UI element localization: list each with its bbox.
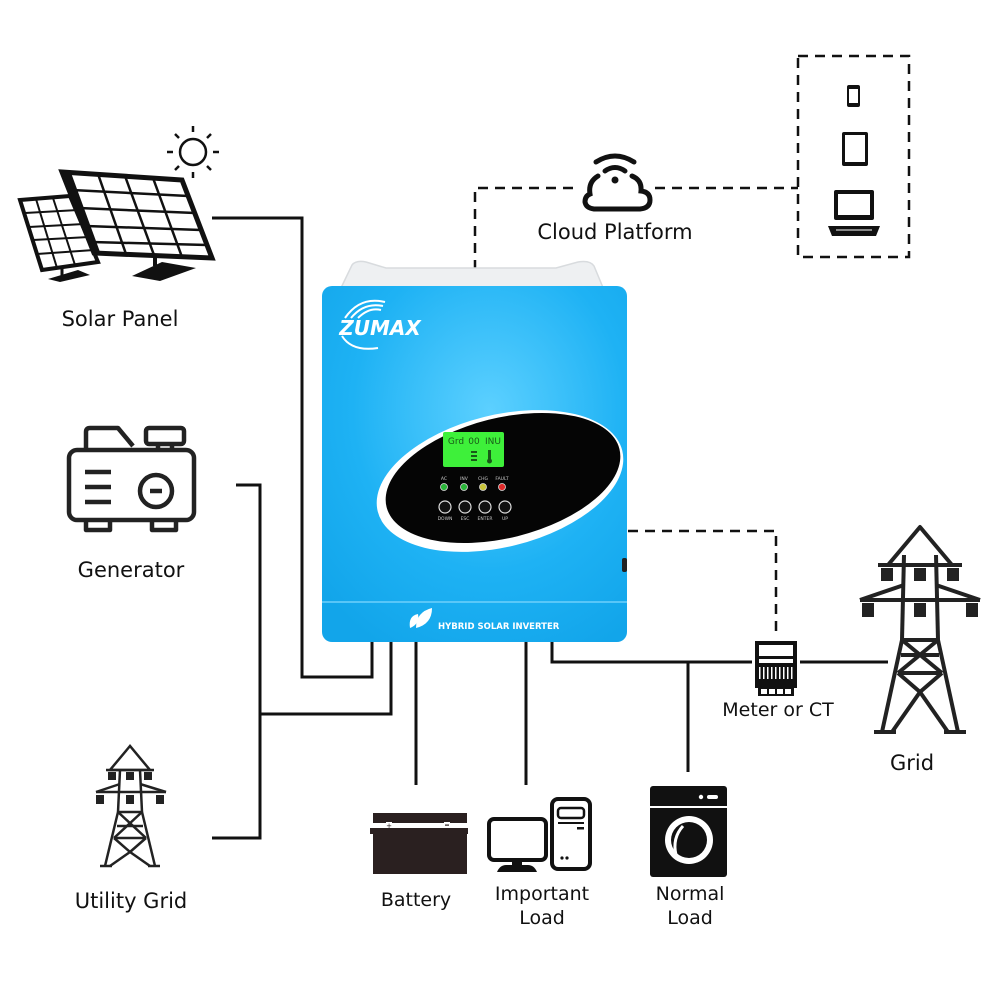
grid-label: Grid [890, 751, 934, 775]
laptop-icon [828, 190, 880, 236]
normal-load-label-line2: Load [667, 907, 713, 929]
indicator-fault: FAULT [495, 476, 509, 491]
cloud-platform-label: Cloud Platform [537, 220, 692, 244]
generator-icon [66, 425, 197, 533]
solar-panel-icon [17, 126, 219, 282]
up-button-label: UP [502, 516, 508, 522]
up-button[interactable]: UP [498, 500, 512, 522]
led-fault [498, 483, 506, 491]
line-ac-input-to-inverter [260, 640, 393, 716]
button-row: DOWN ESC ENTER UP [438, 500, 512, 522]
brand-name: ZUMAX [338, 316, 422, 340]
indicator-ac-label: AC [441, 476, 447, 482]
lcd-text-right: INU [485, 437, 501, 447]
important-load-label-line2: Load [519, 907, 565, 929]
important-load-label-line1: Important [495, 883, 589, 905]
wifi-dot [611, 176, 619, 184]
utility-grid-insulators [96, 772, 164, 804]
mounting-bracket [338, 260, 606, 291]
lcd-text-mid: 00 [468, 437, 480, 447]
enter-button[interactable]: ENTER [478, 500, 493, 522]
down-button[interactable]: DOWN [438, 500, 453, 522]
led-ac [440, 483, 448, 491]
indicator-inv-label: INV [460, 476, 469, 482]
indicator-ac: AC [440, 476, 448, 491]
solar-panel-label: Solar Panel [62, 307, 179, 331]
energy-meter-icon [755, 641, 797, 696]
dashed-inverter-to-meter [628, 529, 778, 638]
product-label: HYBRID SOLAR INVERTER [438, 622, 560, 632]
esc-button[interactable]: ESC [458, 500, 472, 522]
utility-grid-tower-icon [95, 744, 167, 868]
leaf-icon [409, 608, 432, 628]
generator-label: Generator [78, 558, 185, 582]
battery-label: Battery [381, 889, 451, 911]
utility-grid-label: Utility Grid [75, 889, 188, 913]
zumax-logo-icon [341, 299, 386, 350]
battery-positive-terminal: + [386, 822, 392, 830]
line-generator-to-inverter [212, 483, 262, 840]
enter-icon[interactable] [478, 500, 492, 514]
led-chg [479, 483, 487, 491]
lcd-status-icons [471, 450, 492, 464]
indicator-chg-label: CHG [478, 476, 489, 482]
grid-tower-icon [859, 525, 981, 734]
line-inverter-to-meter [550, 640, 752, 664]
washing-machine-icon [650, 786, 727, 877]
tablet-icon [842, 132, 868, 166]
devices-dashed-box [796, 54, 911, 259]
normal-load-label-line1: Normal [656, 883, 725, 905]
indicator-row: AC INV CHG FAULT [440, 476, 509, 491]
smartphone-icon [847, 85, 860, 107]
back-icon[interactable] [458, 500, 472, 514]
grid-insulators [862, 568, 978, 617]
esc-button-label: ESC [461, 516, 470, 522]
led-inv [460, 483, 468, 491]
line-solar-to-inverter [212, 216, 374, 679]
battery-icon: + [370, 813, 468, 874]
meter-label: Meter or CT [722, 699, 834, 721]
enter-button-label: ENTER [478, 516, 493, 522]
indicator-fault-label: FAULT [495, 476, 508, 482]
lcd-text-left: Grd [448, 437, 464, 447]
inverter-unit: ZUMAX Grd 00 INU AC INV CHG [322, 260, 627, 642]
indicator-chg: CHG [478, 476, 489, 491]
connection-lines [212, 216, 888, 840]
sun-icon [167, 126, 219, 178]
desktop-computer-icon [487, 797, 592, 872]
arrow-up-icon[interactable] [498, 500, 512, 514]
down-button-label: DOWN [438, 516, 453, 522]
indicator-inv: INV [460, 476, 469, 491]
wifi-cloud-icon [582, 153, 653, 212]
communication-lines [473, 54, 911, 638]
arrow-down-icon[interactable] [438, 500, 452, 514]
